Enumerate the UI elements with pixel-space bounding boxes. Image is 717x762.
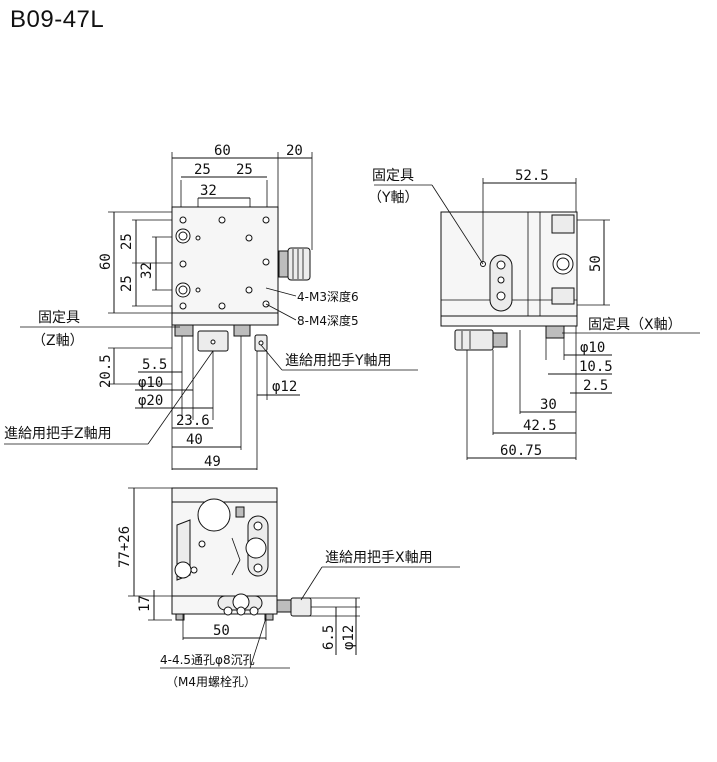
front-knob (197, 498, 231, 532)
label-fix-y-1: 固定具 (372, 168, 414, 184)
dim-25-left-b: 25 (119, 275, 135, 292)
side-view: 52.5 50 固定具 （Y軸） 固定具（X軸） φ10 10.5 2.5 30… (368, 168, 700, 460)
dim-front-50: 50 (213, 623, 230, 639)
side-bracket-bottom (551, 287, 575, 305)
dim-32-top: 32 (200, 183, 217, 199)
dim-32-left: 32 (139, 262, 155, 279)
dim-phi20: φ20 (138, 393, 163, 409)
dim-25-a: 25 (194, 162, 211, 178)
label-feed-y: 進給用把手Y軸用 (285, 353, 392, 369)
side-base (440, 315, 578, 327)
dim-42-5: 42.5 (523, 418, 557, 434)
dim-20-5: 20.5 (98, 354, 114, 388)
x-collar (276, 599, 292, 613)
lock-2 (233, 324, 251, 337)
dim-40: 40 (186, 432, 203, 448)
mount-holes (175, 216, 270, 310)
label-fix-z-2: （Z軸） (32, 333, 84, 349)
label-thru-1: 4-4.5通孔φ8沉孔 (160, 653, 255, 667)
dim-front-phi12: φ12 (341, 625, 357, 650)
z-lock (174, 324, 194, 337)
dim-60-top: 60 (214, 143, 231, 159)
dim-6-5: 6.5 (321, 625, 337, 650)
dim-10-5: 10.5 (579, 359, 613, 375)
label-fix-z-1: 固定具 (38, 310, 80, 326)
y-handle-knob (287, 247, 311, 281)
dim-60-left: 60 (98, 253, 114, 270)
dim-77-26: 77+26 (117, 526, 133, 568)
label-fix-x: 固定具（X軸） (588, 317, 682, 333)
label-feed-z: 進給用把手Z軸用 (4, 426, 112, 442)
top-plate (171, 206, 279, 314)
front-view: 77+26 17 50 6.5 φ12 進給用把手X軸用 4-4.5通孔φ8沉孔… (117, 487, 460, 689)
dim-25-left-a: 25 (119, 233, 135, 250)
top-carriage (171, 312, 279, 326)
side-collar (492, 332, 508, 348)
dim-49: 49 (204, 454, 221, 470)
dim-17: 17 (137, 595, 153, 612)
dim-50: 50 (588, 255, 604, 272)
x-handle (290, 597, 312, 617)
label-feed-x: 進給用把手X軸用 (325, 550, 433, 566)
model-title: B09-47L (10, 6, 105, 33)
dim-23-6: 23.6 (176, 413, 210, 429)
dim-20: 20 (286, 143, 303, 159)
side-bracket-top (551, 214, 575, 234)
y-handle-collar (278, 250, 289, 278)
top-view: 60 20 25 25 32 60 25 25 32 4-M3深度6 8-M4深… (4, 143, 418, 470)
dim-2-5: 2.5 (583, 378, 608, 394)
dim-phi12: φ12 (272, 379, 297, 395)
label-m3: 4-M3深度6 (297, 289, 359, 304)
dim-5-5: 5.5 (142, 357, 167, 373)
dim-52-5: 52.5 (515, 168, 549, 184)
label-thru-2: （M4用螺栓孔） (166, 674, 256, 689)
side-handle (454, 329, 494, 351)
label-m4: 8-M4深度5 (297, 313, 359, 328)
dim-30: 30 (540, 397, 557, 413)
front-top-plate (171, 487, 278, 503)
dim-side-phi10: φ10 (580, 340, 605, 356)
label-fix-y-2: （Y軸） (368, 190, 419, 206)
dim-60-75: 60.75 (500, 443, 542, 459)
x-lock (545, 325, 565, 339)
dim-phi10: φ10 (138, 375, 163, 391)
dim-25-b: 25 (236, 162, 253, 178)
